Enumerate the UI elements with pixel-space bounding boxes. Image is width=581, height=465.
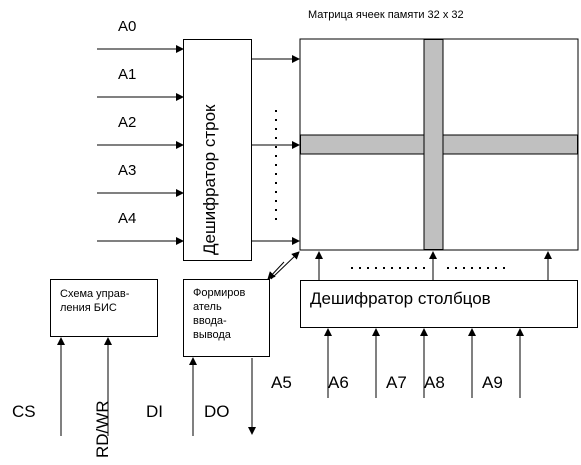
- io-to-matrix-arrow: [270, 251, 300, 280]
- address-label-a7: A7: [386, 373, 407, 392]
- address-label-a5: A5: [271, 373, 292, 392]
- rdwr-label: RD/WR: [93, 400, 112, 458]
- address-label-a9: A9: [482, 373, 503, 392]
- column-decoder-block: [300, 280, 578, 328]
- column-ellipsis-dots: [351, 267, 505, 269]
- di-label: DI: [146, 402, 163, 421]
- io-former-block: [183, 279, 270, 357]
- matrix-to-io-arrow: [267, 261, 285, 280]
- control-circuit-label: Схема управ- ления БИС: [60, 288, 130, 314]
- address-label-a4: A4: [118, 210, 137, 227]
- row-select-arrows: [252, 55, 300, 245]
- row-address-arrows: [97, 45, 184, 245]
- control-circuit-block: [50, 279, 158, 337]
- column-select-arrows: [315, 251, 552, 280]
- row-ellipsis-dots: [275, 110, 277, 220]
- matrix-title: Матрица ячеек памяти 32 х 32: [308, 9, 464, 21]
- address-label-a0: A0: [118, 18, 137, 35]
- address-label-a1: A1: [118, 66, 137, 83]
- address-label-a3: A3: [118, 162, 137, 179]
- io-former-label: Формиров атель ввода- вывода: [193, 287, 246, 341]
- address-label-a2: A2: [118, 114, 137, 131]
- column-address-arrows: [324, 328, 524, 398]
- row-decoder-label: Дешифратор строк: [200, 104, 219, 256]
- column-decoder-label: Дешифратор столбцов: [310, 289, 491, 308]
- address-label-a6: A6: [328, 373, 349, 392]
- row-decoder-block: [183, 39, 252, 261]
- address-label-a8: A8: [424, 373, 445, 392]
- selected-column-highlight: [423, 39, 444, 250]
- do-label: DO: [204, 402, 230, 421]
- cs-label: CS: [12, 402, 36, 421]
